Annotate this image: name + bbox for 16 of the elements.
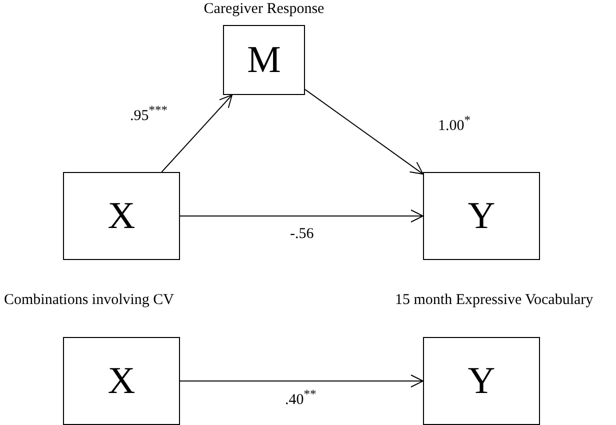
variable-box (423, 337, 540, 425)
arrow (180, 210, 424, 222)
arrow (304, 88, 424, 175)
arrow (180, 374, 424, 388)
variable-letter: X (108, 197, 136, 235)
variable-letter: Y (468, 362, 496, 400)
variable-label: 15 month Expressive Vocabulary (395, 292, 594, 309)
variable-letter: Y (468, 197, 496, 235)
variable-label: Combinations involving CV (4, 292, 174, 309)
node-heading: Caregiver Response (204, 1, 324, 18)
variable-box (423, 172, 540, 260)
variable-box (63, 337, 180, 425)
variable-box (63, 172, 180, 260)
arrow (161, 94, 233, 172)
variable-letter: M (247, 41, 281, 79)
variable-letter: X (108, 362, 136, 400)
